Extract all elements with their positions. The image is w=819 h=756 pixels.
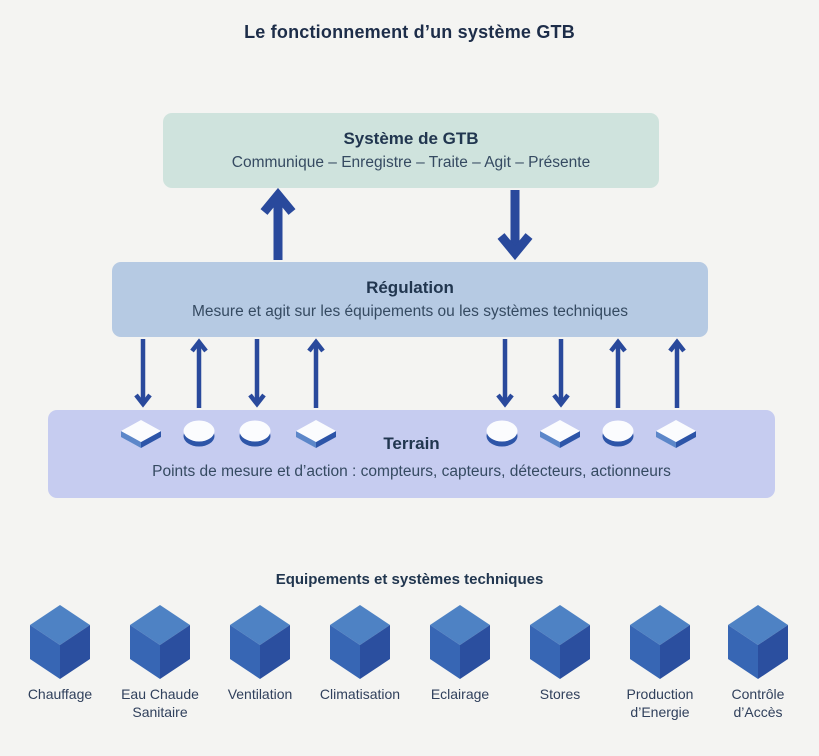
page-title: Le fonctionnement d’un système GTB	[244, 22, 575, 42]
arrow-down-icon	[496, 339, 514, 408]
equipment-label: Ventilation	[227, 686, 293, 702]
gtb-box-title: Système de GTB	[343, 128, 479, 148]
equipment-item: Eau Chaude Sanitaire	[108, 605, 212, 721]
terrain-box-title: Terrain	[383, 434, 440, 453]
cube-icon	[130, 605, 190, 679]
equipment-label: Stores	[539, 686, 581, 702]
equipment-item: Chauffage	[8, 605, 112, 704]
equipment-label: Eclairage	[430, 686, 490, 702]
gtb-box-subtitle: Communique – Enregistre – Traite – Agit …	[231, 154, 591, 172]
terrain-box: Terrain Points de mesure et d’action : c…	[48, 410, 775, 498]
terrain-diamond-icon	[540, 420, 580, 448]
cube-icon	[330, 605, 390, 679]
regulation-box-title: Régulation	[366, 277, 454, 297]
equipment-label: Contrôle d’Accès	[731, 686, 785, 720]
arrow-up-icon	[668, 338, 686, 408]
cube-icon	[430, 605, 490, 679]
arrow-up-icon	[260, 188, 296, 260]
terrain-box-subtitle: Points de mesure et d’action : compteurs…	[152, 462, 671, 480]
terrain-disk-icon	[602, 420, 634, 447]
equipment-label: Climatisation	[319, 686, 401, 702]
cube-icon	[630, 605, 690, 679]
cube-icon	[530, 605, 590, 679]
equipment-label: Chauffage	[27, 686, 93, 702]
terrain-disk-icon	[239, 420, 271, 447]
regulation-box-subtitle: Mesure et agit sur les équipements ou le…	[192, 303, 628, 321]
terrain-disk-icon	[486, 420, 518, 447]
terrain-diamond-icon	[121, 420, 161, 448]
equipment-item: Stores	[508, 605, 612, 704]
arrow-down-icon	[134, 339, 152, 408]
cube-icon	[230, 605, 290, 679]
arrow-down-icon	[497, 190, 533, 261]
equipment-label: Eau Chaude Sanitaire	[121, 686, 199, 720]
equipment-item: Production d’Energie	[608, 605, 712, 721]
terrain-diamond-icon	[296, 420, 336, 448]
arrow-down-icon	[248, 339, 266, 408]
equipment-item: Ventilation	[208, 605, 312, 704]
gtb-system-box: Système de GTB Communique – Enregistre –…	[163, 113, 659, 188]
equipment-item: Contrôle d’Accès	[706, 605, 810, 721]
terrain-diamond-icon	[656, 420, 696, 448]
equipment-item: Eclairage	[408, 605, 512, 704]
equipment-item: Climatisation	[308, 605, 412, 704]
arrow-up-icon	[190, 338, 208, 408]
terrain-disk-icon	[183, 420, 215, 447]
cube-icon	[30, 605, 90, 679]
equipment-heading: Equipements et systèmes techniques	[275, 571, 544, 588]
arrow-up-icon	[609, 338, 627, 408]
regulation-box: Régulation Mesure et agit sur les équipe…	[112, 262, 708, 337]
equipment-label: Production d’Energie	[626, 686, 694, 720]
arrow-up-icon	[307, 338, 325, 408]
cube-icon	[728, 605, 788, 679]
arrow-down-icon	[552, 339, 570, 408]
